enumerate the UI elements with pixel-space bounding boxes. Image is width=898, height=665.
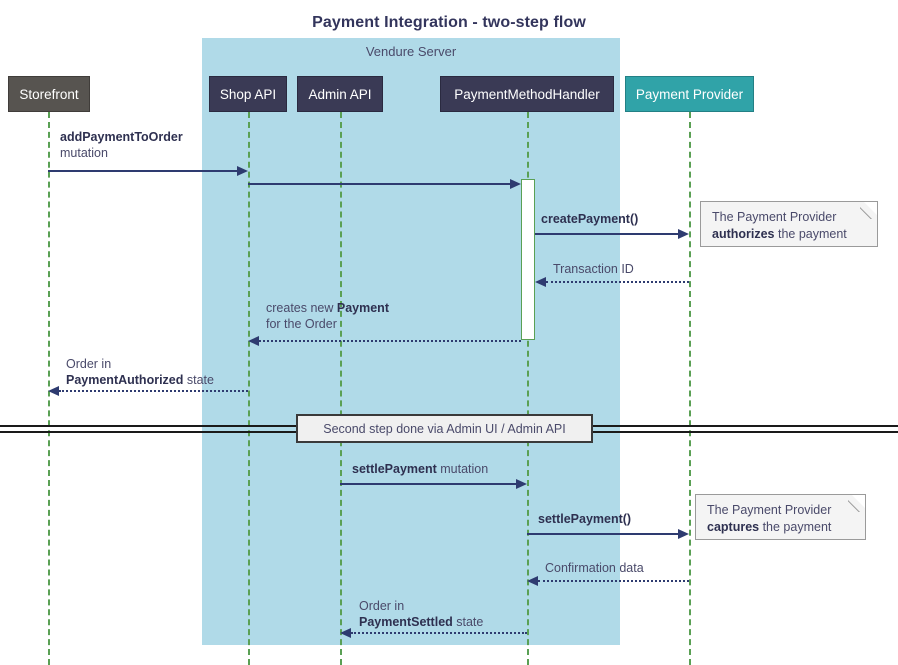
note-bold: authorizes	[712, 227, 775, 241]
note-rest: the payment	[774, 227, 847, 241]
message-bold: settlePayment	[352, 462, 437, 476]
message-label-settle-payment-mutation: settlePayment mutation	[352, 461, 488, 477]
message-bold: PaymentAuthorized	[66, 373, 184, 387]
participant-admin-api[interactable]: Admin API	[297, 76, 383, 112]
arrow-shop-api-to-handler	[248, 183, 510, 185]
message-label-confirmation-data: Confirmation data	[545, 560, 644, 576]
message-bold: createPayment()	[541, 212, 639, 226]
participant-payment-method-handler[interactable]: PaymentMethodHandler	[440, 76, 614, 112]
note-captures: The Payment Provider captures the paymen…	[695, 494, 866, 540]
lifeline-shop-api	[248, 112, 250, 665]
participant-label: Admin API	[308, 86, 372, 102]
lifeline-payment-method-handler	[527, 112, 529, 665]
message-bold: Payment	[336, 301, 389, 315]
activation-bar-payment-method-handler	[521, 179, 535, 340]
message-rest: mutation	[60, 146, 108, 160]
note-rest: the payment	[759, 520, 832, 534]
message-rest: state	[452, 615, 484, 629]
arrow-creates-new-payment	[259, 340, 521, 342]
arrow-head-order-payment-settled	[340, 628, 351, 638]
arrow-confirmation-data	[538, 580, 689, 582]
note-line-1: The Payment Provider	[707, 503, 832, 517]
arrow-head-settle-payment-mutation	[516, 479, 527, 489]
message-label-order-payment-settled: Order in PaymentSettled state	[359, 598, 483, 630]
arrow-head-confirmation-data	[527, 576, 538, 586]
note-bold: captures	[707, 520, 760, 534]
message-label-add-payment-to-order: addPaymentToOrder mutation	[60, 129, 183, 161]
message-label-settle-payment-call: settlePayment()	[538, 511, 631, 527]
arrow-create-payment	[535, 233, 678, 235]
message-label-transaction-id: Transaction ID	[553, 261, 634, 277]
arrow-order-payment-authorized	[59, 390, 248, 392]
arrow-settle-payment-call	[527, 533, 678, 535]
arrow-order-payment-settled	[351, 632, 527, 634]
arrow-head-order-payment-authorized	[48, 386, 59, 396]
participant-label: Storefront	[19, 86, 79, 102]
message-bold: settlePayment()	[538, 512, 632, 526]
group-label: Vendure Server	[365, 44, 457, 59]
arrow-head-creates-new-payment	[248, 336, 259, 346]
message-line-1: Order in	[359, 599, 405, 613]
note-authorizes: The Payment Provider authorizes the paym…	[700, 201, 878, 247]
note-fold-corner	[852, 495, 865, 508]
arrow-head-shop-api-to-handler	[510, 179, 521, 189]
message-bold: PaymentSettled	[359, 615, 453, 629]
divider-label: Second step done via Admin UI / Admin AP…	[323, 421, 566, 436]
lifeline-payment-provider	[689, 112, 691, 665]
note-fold-corner	[864, 202, 877, 215]
arrow-head-add-payment-to-order	[237, 166, 248, 176]
message-line-1: Order in	[66, 357, 112, 371]
arrow-head-settle-payment-call	[678, 529, 689, 539]
page-title: Payment Integration - two-step flow	[312, 14, 586, 31]
arrow-settle-payment-mutation	[340, 483, 516, 485]
lifeline-admin-api	[340, 112, 342, 665]
message-label-creates-new-payment: creates new Payment for the Order	[266, 300, 389, 332]
message-rest: Transaction ID	[553, 262, 634, 276]
participant-storefront[interactable]: Storefront	[8, 76, 90, 112]
message-label-create-payment: createPayment()	[541, 211, 638, 227]
arrow-transaction-id	[546, 281, 689, 283]
divider-label-box: Second step done via Admin UI / Admin AP…	[296, 414, 593, 443]
arrow-add-payment-to-order	[48, 170, 237, 172]
note-line-1: The Payment Provider	[712, 210, 837, 224]
participant-label: Shop API	[219, 86, 277, 102]
participant-label: PaymentMethodHandler	[454, 86, 600, 102]
arrow-head-transaction-id	[535, 277, 546, 287]
message-bold: addPaymentToOrder	[60, 130, 183, 144]
arrow-head-create-payment	[678, 229, 689, 239]
message-line-2: for the Order	[266, 317, 337, 331]
message-label-order-payment-authorized: Order in PaymentAuthorized state	[66, 356, 214, 388]
message-rest: state	[183, 373, 214, 387]
participant-shop-api[interactable]: Shop API	[209, 76, 287, 112]
participant-label: Payment Provider	[635, 86, 744, 102]
message-rest: Confirmation data	[545, 561, 644, 575]
participant-payment-provider[interactable]: Payment Provider	[625, 76, 754, 112]
message-rest: mutation	[436, 462, 489, 476]
message-pre: creates new	[266, 301, 337, 315]
